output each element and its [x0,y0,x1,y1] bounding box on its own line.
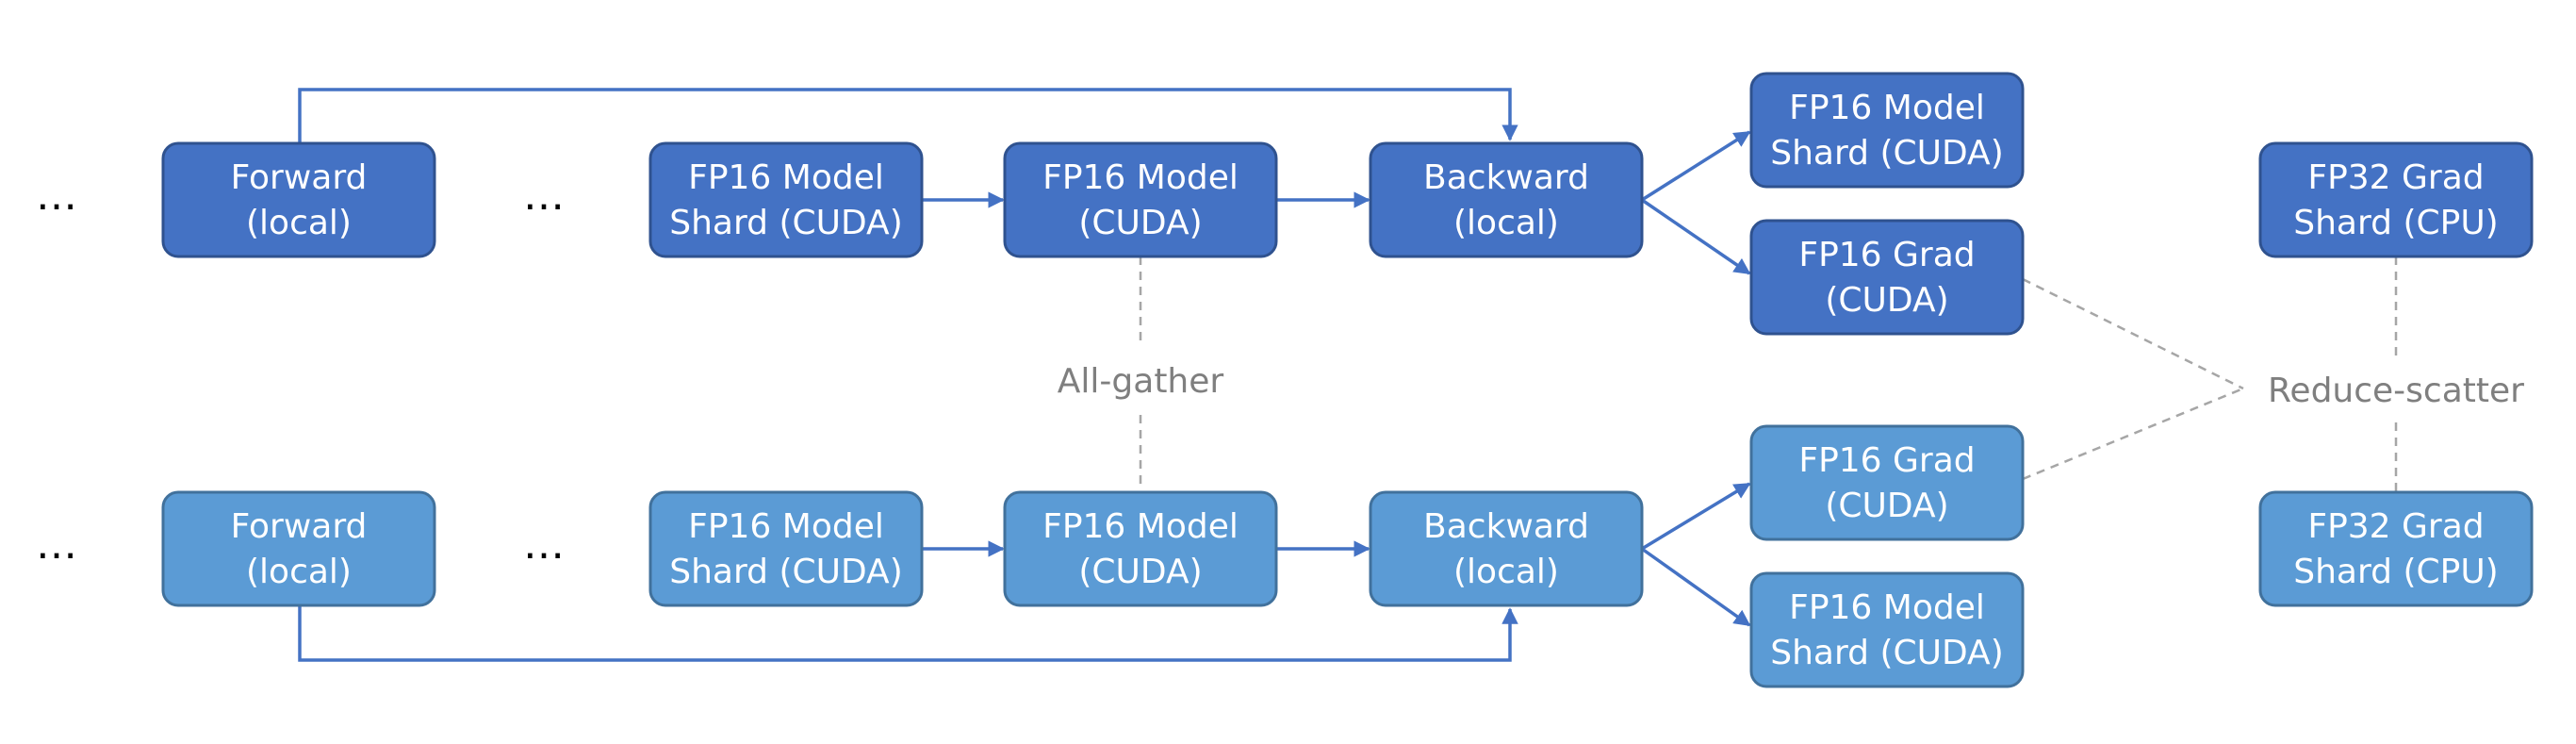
top-out-model-shard-label-line1: FP16 Model [1789,89,1985,127]
top-out-model-shard-label-line2: Shard (CUDA) [1770,134,2003,173]
reduce-scatter-dashed-line-bottom [2022,387,2244,481]
top-forward-label-line1: Forward [231,158,368,197]
top-out-model-shard-node: FP16 Model Shard (CUDA) [1749,72,2025,189]
top-model-shard-node: FP16 Model Shard (CUDA) [648,141,924,258]
top-forward-label-line2: (local) [246,204,352,242]
bottom-leading-ellipsis: … [36,521,77,569]
bottom-forward-label-line2: (local) [246,553,352,591]
bottom-backward-label-line1: Backward [1423,507,1589,546]
bottom-backward-node: Backward (local) [1369,490,1644,607]
bottom-fp32-grad-shard-label-line1: FP32 Grad [2307,507,2484,546]
top-fp32-grad-shard-label-line2: Shard (CPU) [2293,204,2498,242]
top-model-label-line2: (CUDA) [1078,204,1202,242]
bottom-forward-node: Forward (local) [161,490,436,607]
bottom-backward-label-line2: (local) [1453,553,1559,591]
top-model-shard-label-line2: Shard (CUDA) [669,204,902,242]
bottom-backward-to-model-shard-arrow [1640,547,1751,627]
bottom-model-node: FP16 Model (CUDA) [1003,490,1278,607]
top-forward-to-backward-arrow [298,88,1518,143]
top-fp32-grad-shard-label-line1: FP32 Grad [2307,158,2484,197]
bottom-forward-to-backward-arrow [298,605,1518,662]
bottom-backward-to-grad-arrow [1641,482,1751,551]
reduce-scatter-dashed-line-top [2022,277,2244,390]
bottom-model-shard-label-line1: FP16 Model [688,507,884,546]
bottom-fp32-grad-shard-node: FP32 Grad Shard (CPU) [2258,490,2534,607]
top-middle-ellipsis: … [523,172,565,220]
bottom-middle-ellipsis: … [523,521,565,569]
bottom-model-label-line1: FP16 Model [1042,507,1239,546]
bottom-forward-label-line1: Forward [231,507,368,546]
bottom-out-grad-label-line1: FP16 Grad [1798,441,1975,480]
top-out-grad-node: FP16 Grad (CUDA) [1749,219,2025,336]
bottom-out-model-shard-node: FP16 Model Shard (CUDA) [1749,571,2025,688]
top-backward-label-line1: Backward [1423,158,1589,197]
bottom-out-model-shard-label-line1: FP16 Model [1789,588,1985,627]
bottom-fp32-grad-shard-label-line2: Shard (CPU) [2293,553,2498,591]
top-model-node: FP16 Model (CUDA) [1003,141,1278,258]
top-out-grad-label-line1: FP16 Grad [1798,236,1975,274]
bottom-model-label-line2: (CUDA) [1078,553,1202,591]
top-forward-node: Forward (local) [161,141,436,258]
bottom-out-grad-label-line2: (CUDA) [1825,487,1948,525]
bottom-model-shard-node: FP16 Model Shard (CUDA) [648,490,924,607]
top-backward-node: Backward (local) [1369,141,1644,258]
top-backward-to-grad-arrow [1641,198,1751,275]
top-model-label-line1: FP16 Model [1042,158,1239,197]
bottom-out-grad-node: FP16 Grad (CUDA) [1749,424,2025,541]
top-fp32-grad-shard-node: FP32 Grad Shard (CPU) [2258,141,2534,258]
top-leading-ellipsis: … [36,172,77,220]
top-backward-label-line2: (local) [1453,204,1559,242]
top-out-grad-label-line2: (CUDA) [1825,281,1948,320]
reduce-scatter-label: Reduce-scatter [2268,372,2524,410]
top-backward-to-model-shard-arrow [1641,130,1751,202]
bottom-model-shard-label-line2: Shard (CUDA) [669,553,902,591]
bottom-out-model-shard-label-line2: Shard (CUDA) [1770,634,2003,672]
all-gather-label: All-gather [1058,362,1224,401]
top-model-shard-label-line1: FP16 Model [688,158,884,197]
